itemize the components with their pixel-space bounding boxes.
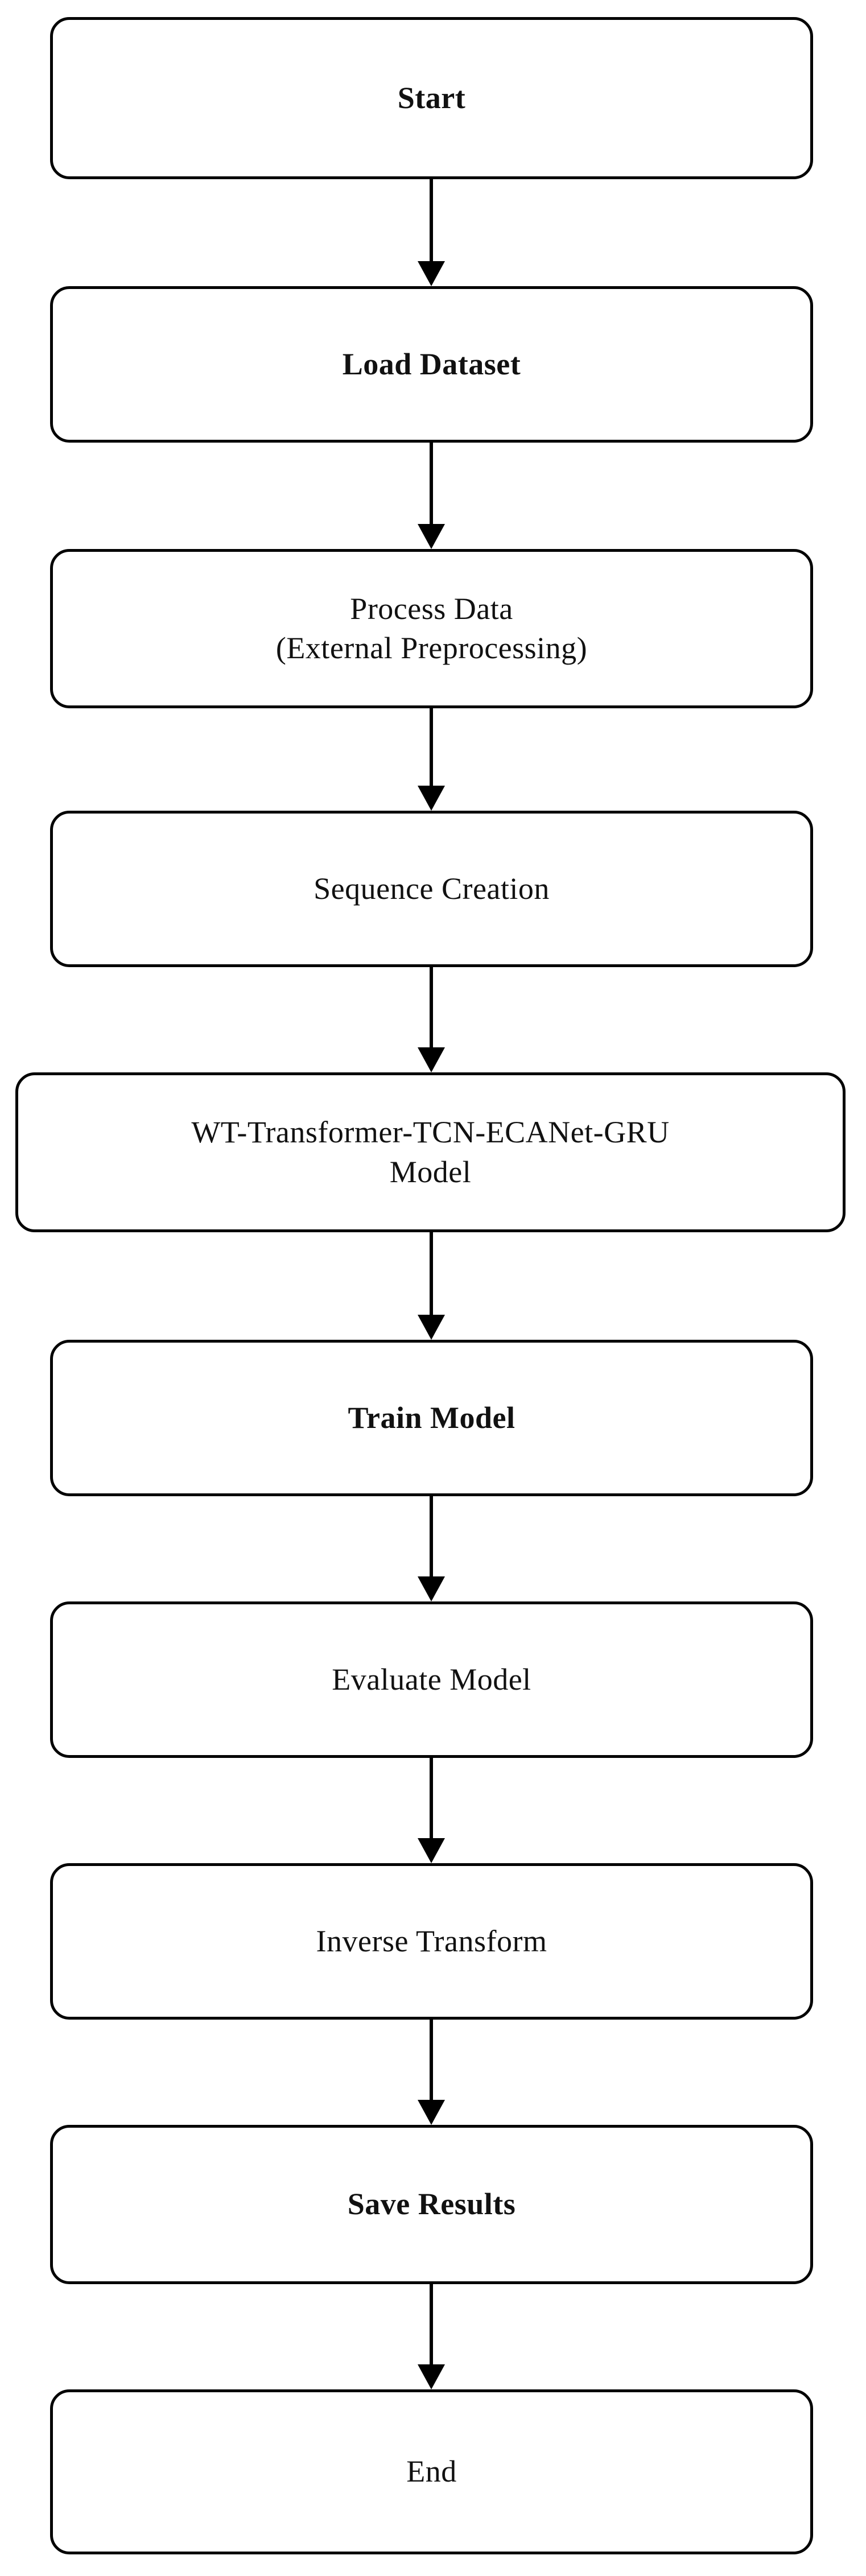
flowchart-node-end: End <box>50 2389 813 2554</box>
down-arrow-icon <box>418 2100 445 2125</box>
flowchart-node-label-sequence: Sequence Creation <box>314 871 550 906</box>
flowchart-node-start: Start <box>50 17 813 179</box>
flowchart-node-train: Train Model <box>50 1340 813 1496</box>
flowchart-node-label-load: Load Dataset <box>342 346 521 381</box>
connector-line <box>430 708 433 789</box>
flowchart-node-label-train: Train Model <box>348 1400 516 1435</box>
flowchart-node-load: Load Dataset <box>50 286 813 443</box>
connector-line <box>430 1496 433 1580</box>
connector-line <box>430 443 433 527</box>
flowchart-node-label-model: WT-Transformer-TCN-ECANet-GRU Model <box>191 1115 670 1189</box>
flowchart-node-model: WT-Transformer-TCN-ECANet-GRU Model <box>15 1072 846 1232</box>
connector-line <box>430 967 433 1051</box>
down-arrow-icon <box>418 786 445 811</box>
flowchart-node-sequence: Sequence Creation <box>50 811 813 967</box>
down-arrow-icon <box>418 1047 445 1072</box>
connector-line <box>430 1232 433 1318</box>
flowchart-node-save: Save Results <box>50 2125 813 2284</box>
down-arrow-icon <box>418 1315 445 1340</box>
down-arrow-icon <box>418 261 445 286</box>
flowchart-node-inverse: Inverse Transform <box>50 1863 813 2020</box>
flowchart-node-evaluate: Evaluate Model <box>50 1601 813 1758</box>
flowchart-node-label-end: End <box>406 2454 457 2489</box>
flowchart-node-label-inverse: Inverse Transform <box>316 1923 547 1958</box>
flowchart-node-label-evaluate: Evaluate Model <box>332 1662 531 1696</box>
connector-line <box>430 179 433 265</box>
down-arrow-icon <box>418 524 445 549</box>
down-arrow-icon <box>418 2364 445 2389</box>
flowchart-node-label-start: Start <box>397 80 466 115</box>
connector-line <box>430 2020 433 2103</box>
flowchart-node-label-save: Save Results <box>347 2187 516 2222</box>
flowchart-node-process: Process Data (External Preprocessing) <box>50 549 813 708</box>
flowchart-node-label-process: Process Data (External Preprocessing) <box>275 591 588 665</box>
down-arrow-icon <box>418 1838 445 1863</box>
down-arrow-icon <box>418 1576 445 1601</box>
connector-line <box>430 1758 433 1842</box>
connector-line <box>430 2284 433 2368</box>
